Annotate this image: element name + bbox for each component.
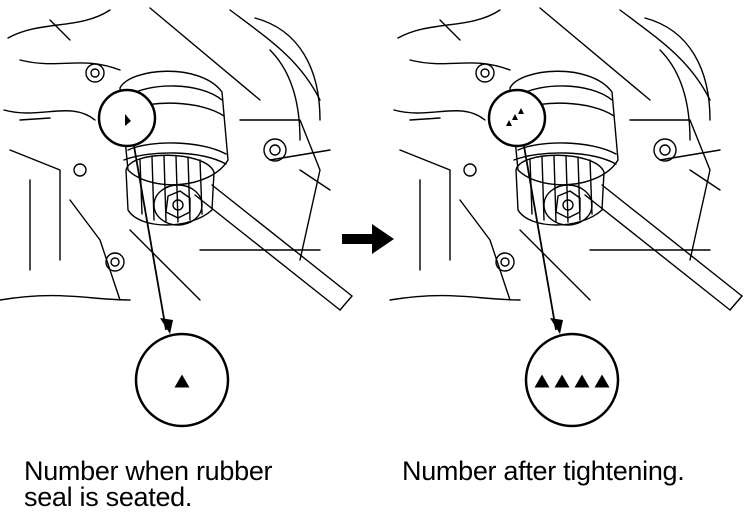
right-zoom-circle xyxy=(524,332,620,428)
left-seal-mark-icon xyxy=(125,114,131,126)
left-leader-arrowhead-icon xyxy=(160,318,173,334)
triangle-icon xyxy=(574,374,590,388)
left-engine-illustration xyxy=(0,7,353,311)
left-leader-line xyxy=(133,145,167,331)
right-caption-line-1: Number after tightening. xyxy=(402,456,685,486)
left-caption-line-2: seal is seated. xyxy=(24,482,193,512)
triangle-icon xyxy=(594,374,610,388)
right-seal-mark-icon xyxy=(512,114,518,120)
right-panel xyxy=(389,7,743,428)
right-seal-mark-icon xyxy=(518,108,524,114)
triangle-icon xyxy=(554,374,570,388)
left-panel xyxy=(0,7,353,428)
triangle-icon xyxy=(174,374,190,388)
left-caption-line-1: Number when rubber xyxy=(24,456,273,486)
left-caption: Number when rubber seal is seated. xyxy=(24,456,364,512)
right-caption: Number after tightening. xyxy=(402,456,742,486)
arrow-right-icon xyxy=(342,224,394,254)
right-marks xyxy=(534,374,610,388)
right-seal-marks xyxy=(506,108,524,126)
left-marks xyxy=(174,374,190,388)
right-leader-arrowhead-icon xyxy=(550,318,563,334)
right-engine-illustration xyxy=(389,7,743,311)
right-leader-line xyxy=(523,145,557,331)
triangle-icon xyxy=(534,374,550,388)
right-seal-mark-icon xyxy=(506,120,512,126)
